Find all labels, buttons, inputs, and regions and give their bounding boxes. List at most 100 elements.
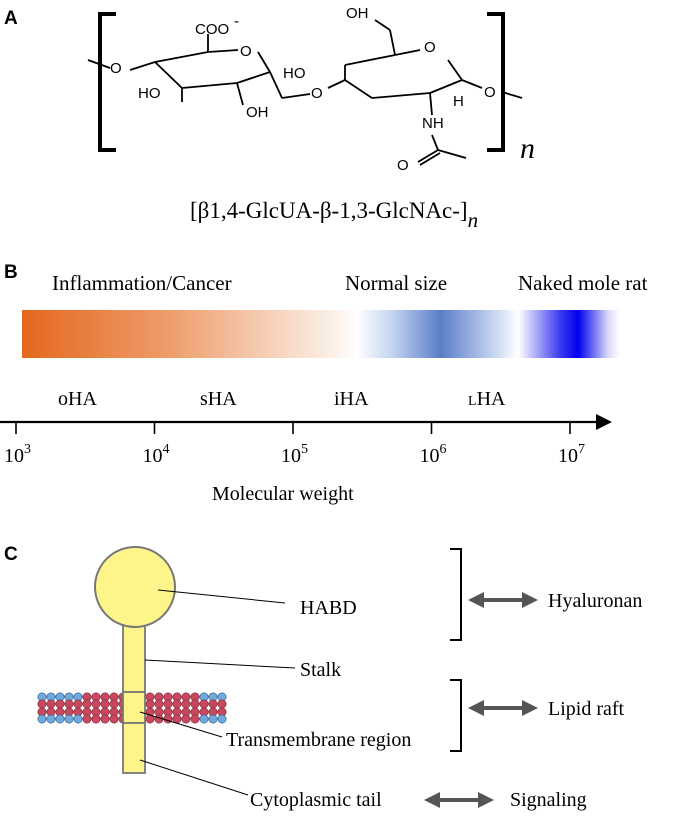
axis-tick-base: 10 <box>420 445 440 467</box>
size-class-sha: sHA <box>200 388 237 410</box>
lipid-tail-upper <box>55 699 65 709</box>
left-bracket <box>98 12 116 152</box>
glcnac-ring <box>327 19 523 166</box>
stalk-shape <box>122 619 146 699</box>
atom-ho-left: HO <box>138 85 161 102</box>
lipid-tail-upper <box>208 699 218 709</box>
interaction-signaling: Signaling <box>510 789 587 811</box>
lipid-tail-upper <box>199 699 209 709</box>
size-class-lha: LHA <box>468 388 506 410</box>
part-cytoplasmic-tail: Cytoplasmic tail <box>250 789 382 811</box>
glcua-ring <box>87 34 311 106</box>
axis-label: Molecular weight <box>212 483 354 505</box>
atom-o-ring1: O <box>240 43 252 60</box>
lipid-head-inner <box>217 714 227 724</box>
lipid-head-inner <box>190 714 200 724</box>
axis-tick-exponent: 6 <box>440 442 447 457</box>
atom-coo-charge: - <box>234 13 239 30</box>
size-class-oha: oHA <box>58 388 97 410</box>
lipid-tail-upper <box>82 699 92 709</box>
lipid-tail-upper <box>145 699 155 709</box>
panel-a: A n <box>4 5 535 232</box>
atom-o-link-mid: O <box>311 85 323 102</box>
lipid-head-inner <box>37 714 47 724</box>
habd-shape <box>94 546 176 628</box>
lipid-tail-upper <box>190 699 200 709</box>
repeat-unit-formula: [β1,4-GlcUA-β-1,3-GlcNAc-]n <box>190 198 478 232</box>
atom-o-ring2: O <box>424 39 436 56</box>
right-bracket <box>487 12 505 152</box>
axis-tick-label: 107 <box>558 442 585 467</box>
lipid-head-inner <box>91 714 101 724</box>
leader-habd <box>157 589 286 604</box>
lipid-head-inner <box>55 714 65 724</box>
axis-tick-label: 105 <box>281 442 308 467</box>
lipid-head-inner <box>181 714 191 724</box>
atom-o-link-left: O <box>110 60 122 77</box>
axis-tick-exponent: 4 <box>163 442 170 457</box>
lipid-head-inner <box>73 714 83 724</box>
leader-transmembrane <box>139 711 223 738</box>
panel-c: C HABD Stalk Transmembrane region Cytopl… <box>4 544 642 811</box>
lipid-head-inner <box>100 714 110 724</box>
axis-tick-base: 10 <box>4 445 24 467</box>
interaction-hyaluronan: Hyaluronan <box>548 590 642 612</box>
category-inflammation-cancer: Inflammation/Cancer <box>52 271 232 295</box>
lipid-tail-upper <box>64 699 74 709</box>
lipid-tail-upper <box>37 699 47 709</box>
panel-c-label: C <box>4 544 18 565</box>
lipid-head-inner <box>64 714 74 724</box>
axis-arrowhead <box>596 414 612 430</box>
part-stalk: Stalk <box>300 659 341 681</box>
axis-tick-exponent: 5 <box>301 442 308 457</box>
atom-nh: NH <box>422 115 444 132</box>
axis-tick-base: 10 <box>558 445 578 467</box>
atom-oh-top: OH <box>346 5 369 22</box>
lipid-tail-upper <box>163 699 173 709</box>
axis-tick-exponent: 3 <box>24 442 31 457</box>
axis-tick-label: 103 <box>4 442 31 467</box>
lipid-head-inner <box>109 714 119 724</box>
axis-tick-exponent: 7 <box>578 442 585 457</box>
lipid-head-inner <box>208 714 218 724</box>
cytoplasmic-tail-shape <box>122 722 146 774</box>
lipid-tail-upper <box>109 699 119 709</box>
lipid-head-inner <box>199 714 209 724</box>
lipid-tail-upper <box>46 699 56 709</box>
transmembrane-shape <box>122 691 146 724</box>
axis-tick-label: 104 <box>143 442 170 467</box>
atom-h: H <box>453 93 464 110</box>
leader-stalk <box>144 659 296 669</box>
lipid-tail-upper <box>91 699 101 709</box>
panel-b: B Inflammation/Cancer Normal size Naked … <box>0 262 648 505</box>
interaction-lipid-raft: Lipid raft <box>548 698 625 720</box>
lipid-head-inner <box>46 714 56 724</box>
lipid-tail-upper <box>181 699 191 709</box>
panel-a-label: A <box>4 8 18 29</box>
lipid-head-inner <box>82 714 92 724</box>
lipid-tail-upper <box>217 699 227 709</box>
lipid-tail-upper <box>154 699 164 709</box>
panel-b-label: B <box>4 262 18 283</box>
formula-subscript: n <box>468 208 479 232</box>
axis-tick-label: 106 <box>420 442 447 467</box>
lipid-bilayer <box>37 692 227 724</box>
lipid-tail-upper <box>100 699 110 709</box>
size-class-iha: iHA <box>334 388 369 410</box>
bracket-stalk-transmembrane <box>450 679 462 752</box>
size-class-lha-smallcap: L <box>468 394 477 409</box>
atom-oh-mid: OH <box>246 104 269 121</box>
part-habd: HABD <box>300 597 357 619</box>
size-class-lha-rest: HA <box>477 388 506 410</box>
category-normal-size: Normal size <box>345 271 447 295</box>
lipid-tail-upper <box>73 699 83 709</box>
category-naked-mole-rat: Naked mole rat <box>518 271 648 295</box>
formula-main: [β1,4-GlcUA-β-1,3-GlcNAc-] <box>190 198 468 223</box>
atom-ho-mid: HO <box>283 65 306 82</box>
repeat-subscript: n <box>520 132 535 165</box>
lipid-tail-upper <box>172 699 182 709</box>
atom-o-carbonyl: O <box>397 157 409 174</box>
part-transmembrane-region: Transmembrane region <box>226 729 411 751</box>
